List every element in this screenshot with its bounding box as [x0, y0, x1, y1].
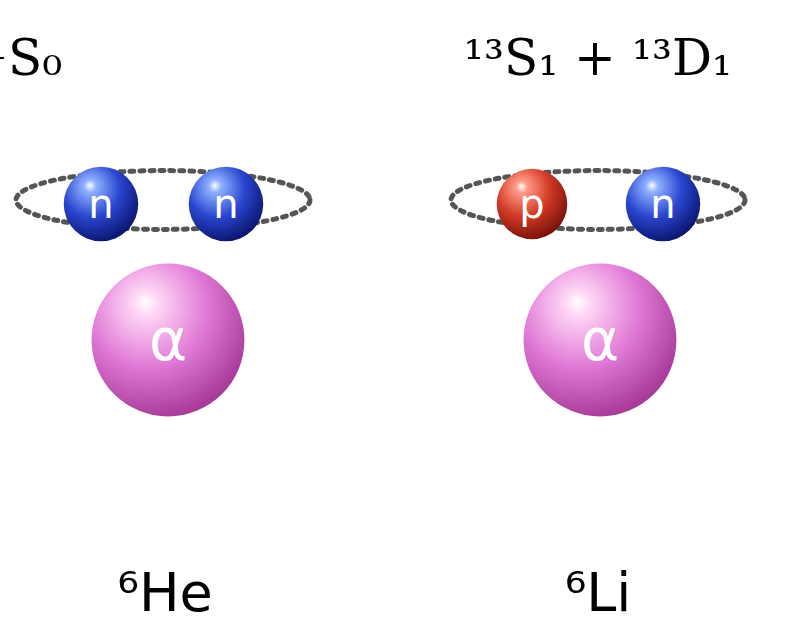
- alpha-sphere: α: [90, 262, 246, 418]
- proton-sphere: p: [496, 168, 568, 240]
- dotted-ellipse: [448, 168, 748, 232]
- nucleon-pair: ¹³S₁ + ¹³D₁pn: [448, 168, 748, 232]
- particle-symbol: n: [625, 166, 701, 242]
- nucleus-name: ⁶Li: [473, 566, 723, 620]
- nucleon-pair: ³¹S₀nn: [13, 168, 313, 232]
- spectroscopic-label: ³¹S₀: [0, 33, 165, 83]
- neutron-sphere: n: [63, 166, 139, 242]
- dotted-ellipse: [13, 168, 313, 232]
- nucleus-name: ⁶He: [40, 566, 290, 620]
- particle-symbol: n: [63, 166, 139, 242]
- particle-symbol: α: [90, 262, 246, 418]
- alpha-sphere: α: [522, 262, 678, 418]
- particle-symbol: n: [188, 166, 264, 242]
- neutron-sphere: n: [188, 166, 264, 242]
- particle-symbol: p: [496, 168, 568, 240]
- spectroscopic-label: ¹³S₁ + ¹³D₁: [378, 33, 794, 83]
- neutron-sphere: n: [625, 166, 701, 242]
- particle-symbol: α: [522, 262, 678, 418]
